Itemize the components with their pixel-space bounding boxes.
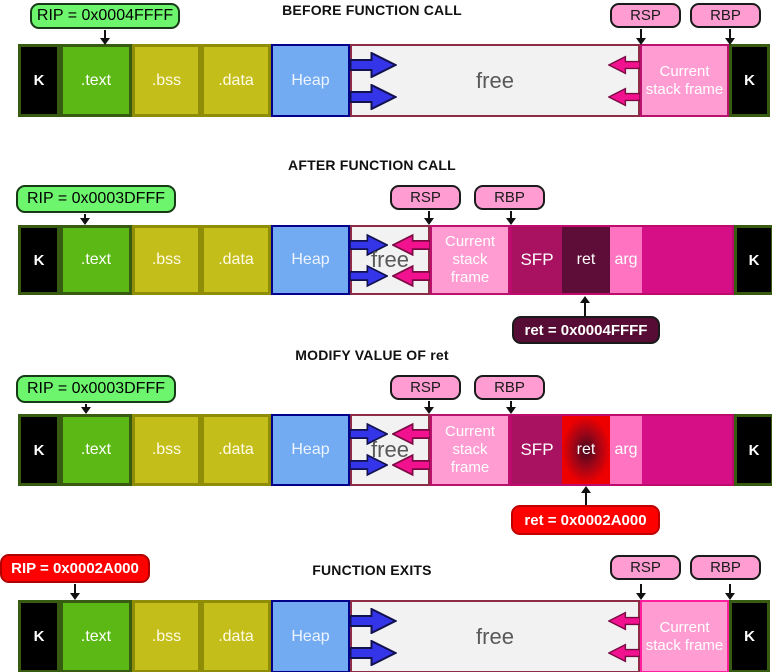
segment-k: K <box>734 414 772 486</box>
segment-current-stack-frame: Current stack frame <box>430 414 510 486</box>
panel-title: MODIFY VALUE OF ret <box>295 347 449 363</box>
panel-title: AFTER FUNCTION CALL <box>288 157 456 173</box>
stack-growth-arrow-icon <box>392 264 430 288</box>
segment-sfp: SFP <box>512 227 562 293</box>
segment-prev-stack-frame <box>642 227 732 293</box>
segment-text: .text <box>60 600 132 672</box>
segment-current-stack-frame: Current stack frame <box>640 600 729 672</box>
rsp-register-label: RSP <box>610 3 681 28</box>
segment-bss: .bss <box>132 600 201 672</box>
segment-data: .data <box>201 225 271 295</box>
segment-k: K <box>729 44 770 117</box>
stack-growth-arrow-icon <box>608 611 640 631</box>
segment-heap: Heap <box>271 600 350 672</box>
segment-free <box>350 600 640 672</box>
segment-heap: Heap <box>271 414 350 486</box>
segment-ret: ret <box>562 416 610 484</box>
segment-bss: .bss <box>132 414 201 486</box>
panel-title: BEFORE FUNCTION CALL <box>282 2 462 18</box>
segment-current-stack-frame: Current stack frame <box>640 44 729 117</box>
stack-growth-arrow-icon <box>608 643 640 663</box>
segment-free <box>350 414 430 486</box>
rsp-register-label: RSP <box>390 185 461 210</box>
segment-prev-stack-frame <box>642 416 732 484</box>
stack-growth-arrow-icon <box>392 233 430 257</box>
heap-growth-arrow-icon <box>350 453 388 477</box>
rbp-register-label: RBP <box>474 375 545 400</box>
segment-free <box>350 225 430 295</box>
segment-heap: Heap <box>271 44 350 117</box>
segment-sfp: SFP <box>512 416 562 484</box>
heap-growth-arrow-icon <box>350 422 388 446</box>
segment-k: K <box>734 225 772 295</box>
segment-k: K <box>18 44 60 117</box>
heap-growth-arrow-icon <box>350 640 397 666</box>
segment-heap: Heap <box>271 225 350 295</box>
segment-free <box>350 44 640 117</box>
segment-text: .text <box>60 414 132 486</box>
ret-value-callout: ret = 0x0002A000 <box>511 505 660 535</box>
ret-value-callout: ret = 0x0004FFFF <box>512 316 660 344</box>
rip-register-label: RIP = 0x0002A000 <box>0 554 150 583</box>
rbp-register-label: RBP <box>474 185 545 210</box>
segment-data: .data <box>201 600 271 672</box>
rbp-register-label: RBP <box>690 555 761 580</box>
heap-growth-arrow-icon <box>350 264 388 288</box>
stack-growth-arrow-icon <box>608 87 640 107</box>
rsp-register-label: RSP <box>610 555 681 580</box>
rip-register-label: RIP = 0x0004FFFF <box>30 3 180 29</box>
segment-bss: .bss <box>132 225 201 295</box>
segment-arg: arg <box>610 227 642 293</box>
heap-growth-arrow-icon <box>350 52 397 78</box>
segment-data: .data <box>201 44 271 117</box>
rsp-register-label: RSP <box>390 375 461 400</box>
segment-ret: ret <box>562 227 610 293</box>
heap-growth-arrow-icon <box>350 608 397 634</box>
stack-growth-arrow-icon <box>392 422 430 446</box>
panel-title: FUNCTION EXITS <box>312 562 432 578</box>
heap-growth-arrow-icon <box>350 84 397 110</box>
segment-text: .text <box>60 225 132 295</box>
rbp-register-label: RBP <box>690 3 761 28</box>
rip-register-label: RIP = 0x0003DFFF <box>16 375 176 403</box>
stack-growth-arrow-icon <box>392 453 430 477</box>
heap-growth-arrow-icon <box>350 233 388 257</box>
segment-text: .text <box>60 44 132 117</box>
segment-current-stack-frame: Current stack frame <box>430 225 510 295</box>
rip-register-label: RIP = 0x0003DFFF <box>16 185 176 213</box>
segment-data: .data <box>201 414 271 486</box>
segment-k: K <box>18 414 60 486</box>
segment-k: K <box>18 600 60 672</box>
stack-growth-arrow-icon <box>608 55 640 75</box>
segment-k: K <box>729 600 770 672</box>
segment-k: K <box>18 225 60 295</box>
segment-arg: arg <box>610 416 642 484</box>
segment-bss: .bss <box>132 44 201 117</box>
